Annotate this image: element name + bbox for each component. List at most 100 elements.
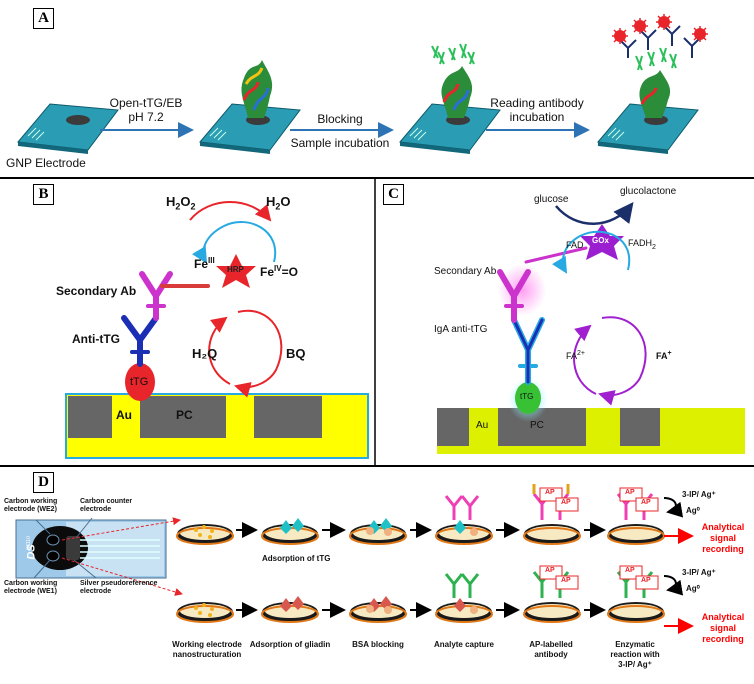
fa2-label: FA2+ [566,350,585,361]
ttg-protein-cluster-1 [241,60,273,118]
glucose-label: glucose [534,194,569,205]
cycle-b-lower-red-right [234,309,283,398]
h2o2-label: H2O2 [166,194,196,212]
panel-label-c: C [383,184,404,205]
ap-label-6: AP [561,577,571,584]
ap-label-3: AP [625,489,635,496]
fadh2-label: FADH2 [628,238,656,251]
d-row1-molecules [280,495,480,536]
ip-ag-label-1: 3-IP/ Ag⁺ [682,490,716,499]
cycle-b-upper-blue [191,221,277,264]
ag0-label-2: Ag⁰ [686,584,700,593]
ap-label-1: AP [545,489,555,496]
d-step-arrows [236,522,606,618]
gox-label: GOx [592,236,609,245]
secondary-antibody-c [497,246,588,323]
ap-label-2: AP [561,499,571,506]
iga-anti-ttg-label: IgA anti-tTG [434,324,488,335]
fe4-label: FeIV=O [260,264,298,279]
anti-ttg-label: Anti-tTG [72,332,120,346]
step2-label-line2: Sample incubation [290,136,390,150]
chip-red-dashed-pointers [61,517,183,596]
pc-label-c: PC [530,420,544,431]
cycle-b-upper-red [189,201,272,222]
d-nanoparticles [194,525,214,617]
secondary-glow-c [498,264,546,316]
capture-antibodies-a3 [431,43,475,65]
ttg-protein-cluster-3 [639,70,671,118]
step3-label-line1: Reading antibody [490,96,584,110]
d-step2-label: Adsorption of gliadin [249,640,331,649]
step1-label-line2: pH 7.2 [128,110,164,124]
step1-label-line1: Open-tTG/EB [109,96,183,110]
panel-label-d: D [33,472,54,493]
reading-antibodies-a4 [619,25,701,71]
gox-enzyme [580,224,624,260]
secondary-ab-label-b: Secondary Ab [56,284,137,298]
gnp-electrode-1 [17,103,119,154]
hrp-enzyme [216,254,256,288]
panel-a-electrodes [17,103,699,154]
gnp-electrode-4 [597,103,699,154]
ttg-label-b: tTG [130,376,149,388]
d-wells-row-2 [176,602,665,623]
d-wells-row-1 [176,524,665,545]
d-step3-label: BSA blocking [352,640,404,649]
d-row2-molecules [280,573,480,614]
h2q-label: H₂Q [192,346,218,361]
anti-ttg-antibody-b [121,315,159,367]
panel-b-substrate [65,393,369,459]
cycle-c-glucose-arrow [555,202,634,225]
ap-label-5: AP [545,567,555,574]
chip-model-label: X1110 [25,536,32,550]
cycle-c-lower-purple-left [573,324,597,395]
fad-label: FAD [566,240,584,250]
panel-c-substrate [437,408,745,454]
gnp-electrode-3 [399,103,501,154]
glucolactone-label: glucolactone [620,186,677,197]
ap-label-7: AP [625,567,635,574]
secondary-antibody-b [139,271,210,321]
ttg-protein-cluster-2 [441,66,473,118]
iga-anti-ttg-antibody-c [511,317,545,385]
gnp-electrode-2 [199,103,301,154]
d-ag-curve-1 [663,497,684,518]
ap-label-4: AP [641,499,651,506]
bq-label: BQ [286,346,306,361]
au-label-c: Au [476,420,489,431]
ap-label-8: AP [641,577,651,584]
secondary-ab-label-c: Secondary Ab [434,266,497,277]
d-step4-label: Analyte capture [433,640,495,649]
gnp-electrode-label: GNP Electrode [6,156,86,170]
d-ap-boxes [539,487,659,590]
cycle-c-lower-purple-right [598,316,647,406]
ip-ag-label-2: 3-IP/ Ag⁺ [682,568,716,577]
ttg-antigen-b [125,363,155,401]
fa-label: FA+ [656,350,672,361]
cycle-b-lower-red-left [208,316,231,385]
step3-label-line2: incubation [509,110,565,124]
adsorption-ttg-label: Adsorption of tTG [262,554,331,563]
panel-label-a: A [33,8,54,29]
cycle-c-upper-blue [551,230,631,274]
h2o-label: H2O [266,194,291,212]
step2-label-line1: Blocking [317,112,363,126]
ttg-antigen-c [515,382,541,414]
pc-label-b: PC [176,408,193,422]
screen-printed-chip [15,519,167,579]
panel-label-b: B [33,184,54,205]
ttg-label-c: tTG [520,392,534,401]
ag0-label-1: Ag⁰ [686,506,700,515]
enzyme-labels-a4 [612,14,708,44]
hrp-label: HRP [227,265,244,274]
